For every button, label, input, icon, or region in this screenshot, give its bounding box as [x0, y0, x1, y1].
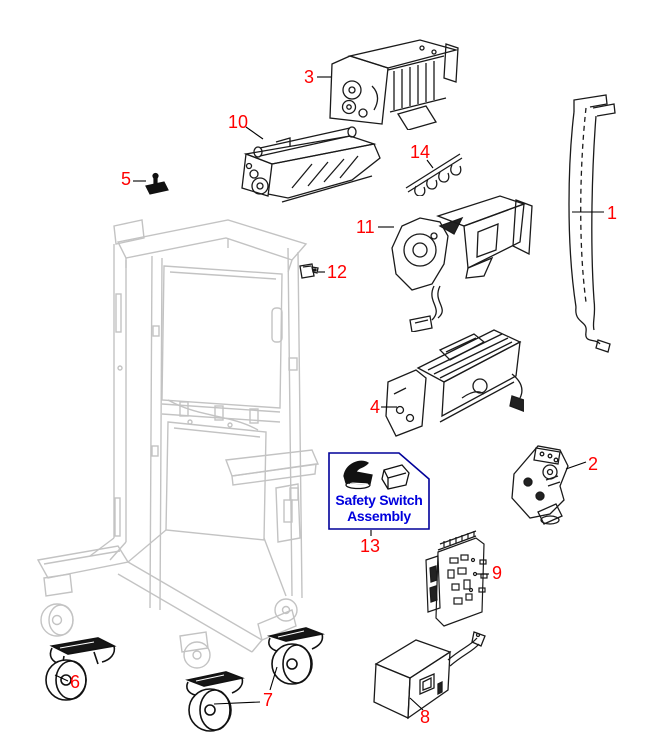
safety-switch-assembly-label: Safety Switch Assembly — [329, 492, 429, 524]
part-3-finisher-unit-illustration — [329, 39, 459, 130]
part-4-tray-assembly-illustration — [385, 329, 524, 437]
cabinet-stand-illustration — [36, 219, 320, 669]
callout-2: 2 — [588, 454, 599, 474]
callout-14: 14 — [410, 142, 431, 162]
callout-8: 8 — [420, 707, 431, 727]
callout-10: 10 — [228, 112, 249, 132]
switch-lever-icon — [343, 460, 373, 490]
part-10-feed-assembly-illustration — [241, 126, 381, 203]
part-5-foot-illustration — [145, 172, 169, 195]
callout-6: 6 — [70, 672, 81, 692]
part-12-clip-illustration — [299, 263, 319, 279]
callout-12: 12 — [327, 262, 348, 282]
safety-switch-label-line1: Safety Switch — [335, 492, 423, 508]
callout-11: 11 — [356, 217, 375, 237]
callout-7: 7 — [263, 690, 274, 710]
safety-switch-assembly-box — [328, 452, 430, 530]
part-1-flat-cable-illustration — [568, 94, 616, 353]
callout-9: 9 — [492, 563, 503, 583]
callout-4: 4 — [370, 397, 381, 417]
callout-13: 13 — [360, 536, 381, 556]
switch-block-icon — [381, 464, 410, 490]
callout-1: 1 — [607, 203, 618, 223]
part-14-comb-illustration — [405, 153, 463, 196]
part-7-caster-b-illustration — [266, 627, 325, 685]
safety-switch-label-line2: Assembly — [347, 508, 411, 524]
part-11-motor-assembly-illustration — [391, 195, 533, 332]
part-9-pcb-illustration — [425, 530, 488, 627]
part-7-caster-a-illustration — [185, 671, 245, 732]
callout-3: 3 — [304, 67, 315, 87]
part-8-power-supply-illustration — [373, 631, 486, 720]
callout-5: 5 — [121, 169, 132, 189]
part-2-stapler-unit-illustration — [511, 445, 569, 525]
